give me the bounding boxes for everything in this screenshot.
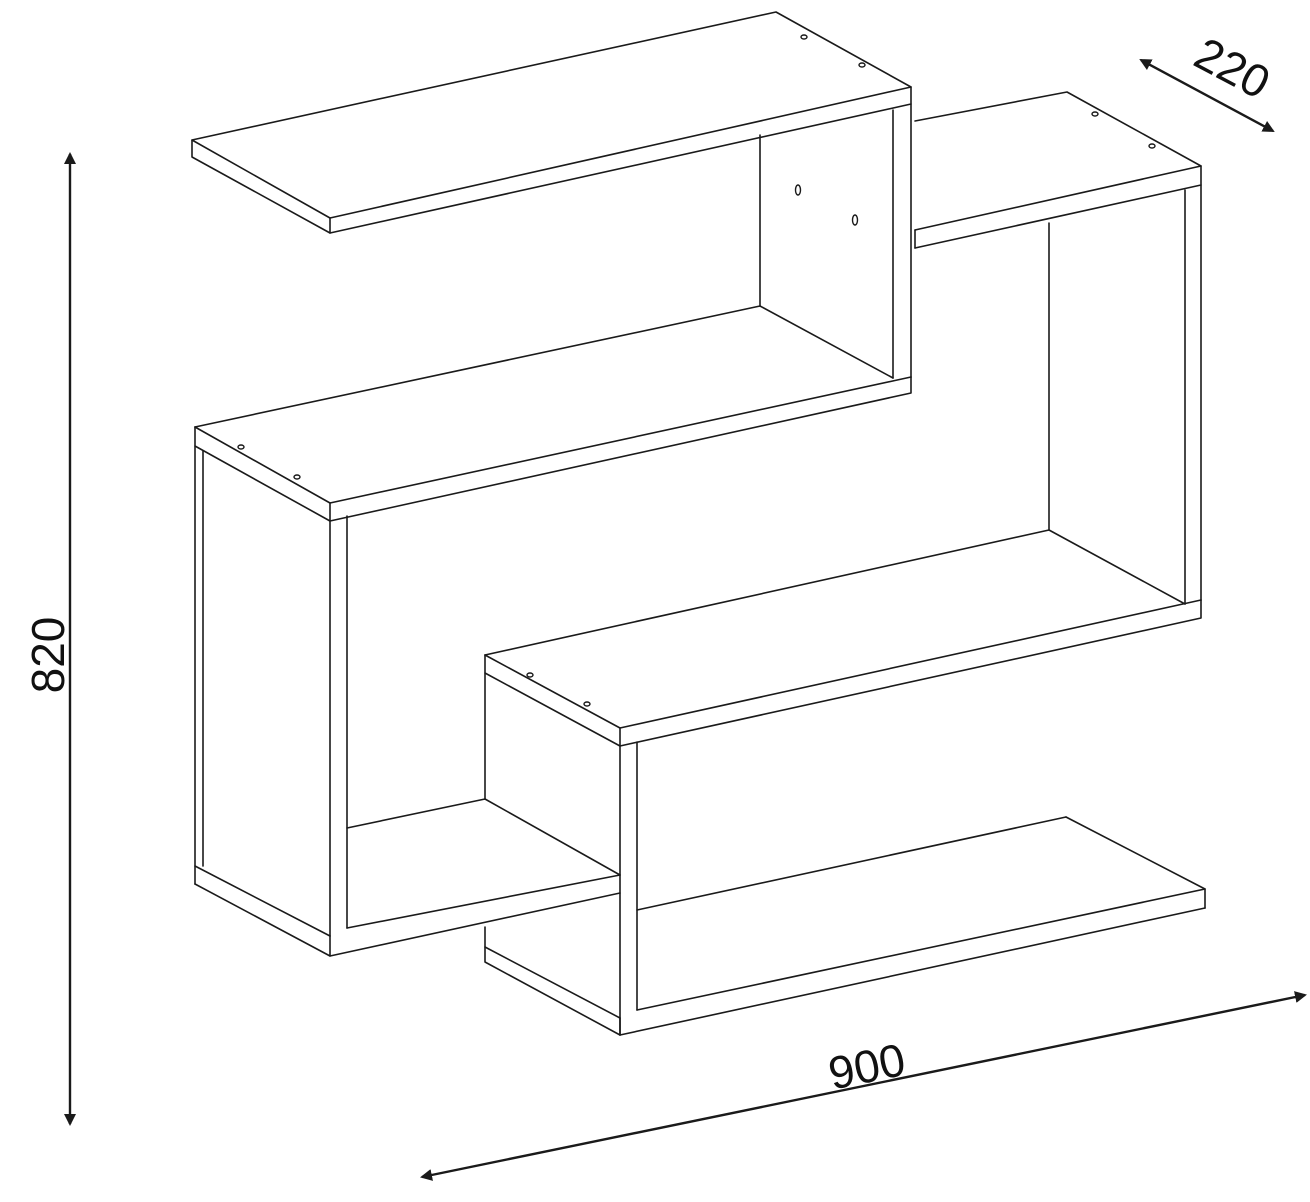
wall-mount-hole bbox=[851, 214, 859, 226]
dowel-hole bbox=[800, 34, 808, 40]
left-side-panel bbox=[194, 445, 621, 957]
middle-left-board bbox=[194, 305, 912, 522]
dowel-hole bbox=[583, 701, 591, 707]
middle-right-board bbox=[484, 529, 1202, 747]
wall-mount-hole bbox=[794, 184, 802, 196]
upper-compartment bbox=[759, 103, 912, 379]
bottom-right-board bbox=[484, 816, 1206, 1036]
right-tall-compartment bbox=[1048, 184, 1202, 605]
top-shelf-board bbox=[191, 11, 912, 234]
lower-left-compartment bbox=[346, 798, 621, 929]
depth-dimension: 220 bbox=[1139, 27, 1279, 133]
dowel-hole bbox=[237, 444, 245, 450]
dowel-hole bbox=[858, 62, 866, 68]
dowel-hole bbox=[526, 672, 534, 678]
right-top-board bbox=[914, 91, 1202, 249]
dowel-hole bbox=[293, 474, 301, 480]
dowel-hole bbox=[1091, 111, 1099, 117]
height-dimension: 820 bbox=[22, 152, 76, 1126]
height-label: 820 bbox=[22, 617, 74, 694]
depth-label: 220 bbox=[1186, 27, 1278, 109]
dowel-hole bbox=[1148, 143, 1156, 149]
center-vertical-panel bbox=[484, 672, 638, 1036]
width-dimension: 900 bbox=[420, 991, 1307, 1181]
width-label: 900 bbox=[824, 1033, 910, 1099]
depth-dimension-arrow bbox=[1139, 58, 1275, 133]
width-dimension-arrow bbox=[420, 991, 1307, 1181]
